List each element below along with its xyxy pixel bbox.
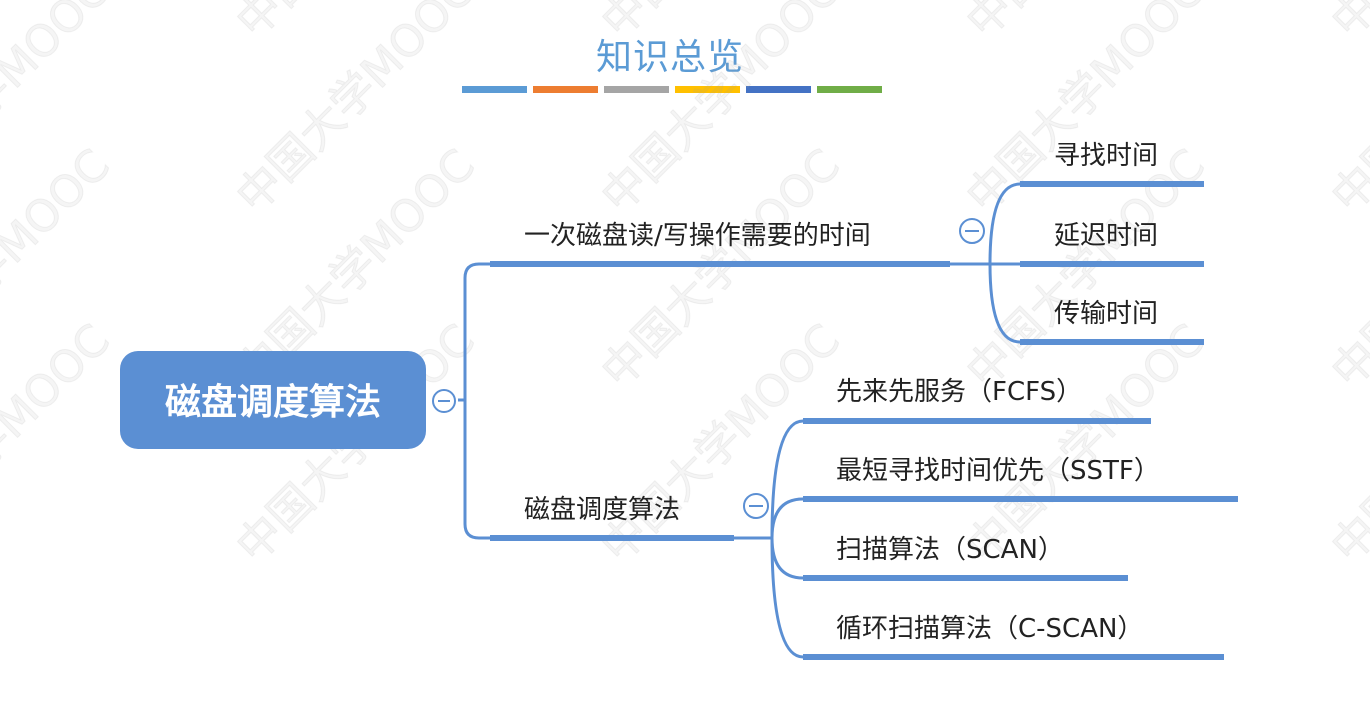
- leaf-rotational-latency[interactable]: 延迟时间: [1054, 221, 1158, 251]
- leaf-transfer-time[interactable]: 传输时间: [1054, 299, 1158, 329]
- color-swatch: [746, 86, 811, 93]
- color-swatch: [533, 86, 598, 93]
- branch1-child-underlines: [1020, 181, 1204, 345]
- watermark-text: 中国大学MOOC: [1322, 0, 1370, 48]
- color-swatch: [675, 86, 740, 93]
- branch2-connectors: [734, 419, 804, 659]
- root-connectors: [458, 262, 490, 540]
- leaf-sstf[interactable]: 最短寻找时间优先（SSTF）: [836, 456, 1160, 486]
- color-bar: [462, 86, 882, 93]
- page-title: 知识总览: [595, 37, 744, 78]
- branch1-collapse-icon[interactable]: [959, 218, 985, 244]
- leaf-fcfs[interactable]: 先来先服务（FCFS）: [836, 377, 1082, 407]
- leaf-seek-time[interactable]: 寻找时间: [1054, 141, 1158, 171]
- branch-underlines: [490, 261, 950, 541]
- root-collapse-icon[interactable]: [432, 389, 456, 413]
- leaf-c-scan[interactable]: 循环扫描算法（C-SCAN）: [836, 614, 1143, 644]
- branch1-connectors: [950, 182, 1021, 344]
- leaf-scan[interactable]: 扫描算法（SCAN）: [836, 535, 1064, 565]
- branch-label-scheduling-algorithms[interactable]: 磁盘调度算法: [524, 495, 680, 525]
- branch-label-disk-io-time[interactable]: 一次磁盘读/写操作需要的时间: [524, 221, 871, 251]
- root-node[interactable]: 磁盘调度算法: [120, 351, 426, 449]
- color-swatch: [462, 86, 527, 93]
- watermark-text: 中国大学MOOC: [0, 315, 120, 573]
- branch2-child-underlines: [803, 418, 1238, 660]
- root-node-label: 磁盘调度算法: [165, 381, 381, 423]
- color-swatch: [604, 86, 669, 93]
- color-swatch: [817, 86, 882, 93]
- branch2-collapse-icon[interactable]: [743, 493, 769, 519]
